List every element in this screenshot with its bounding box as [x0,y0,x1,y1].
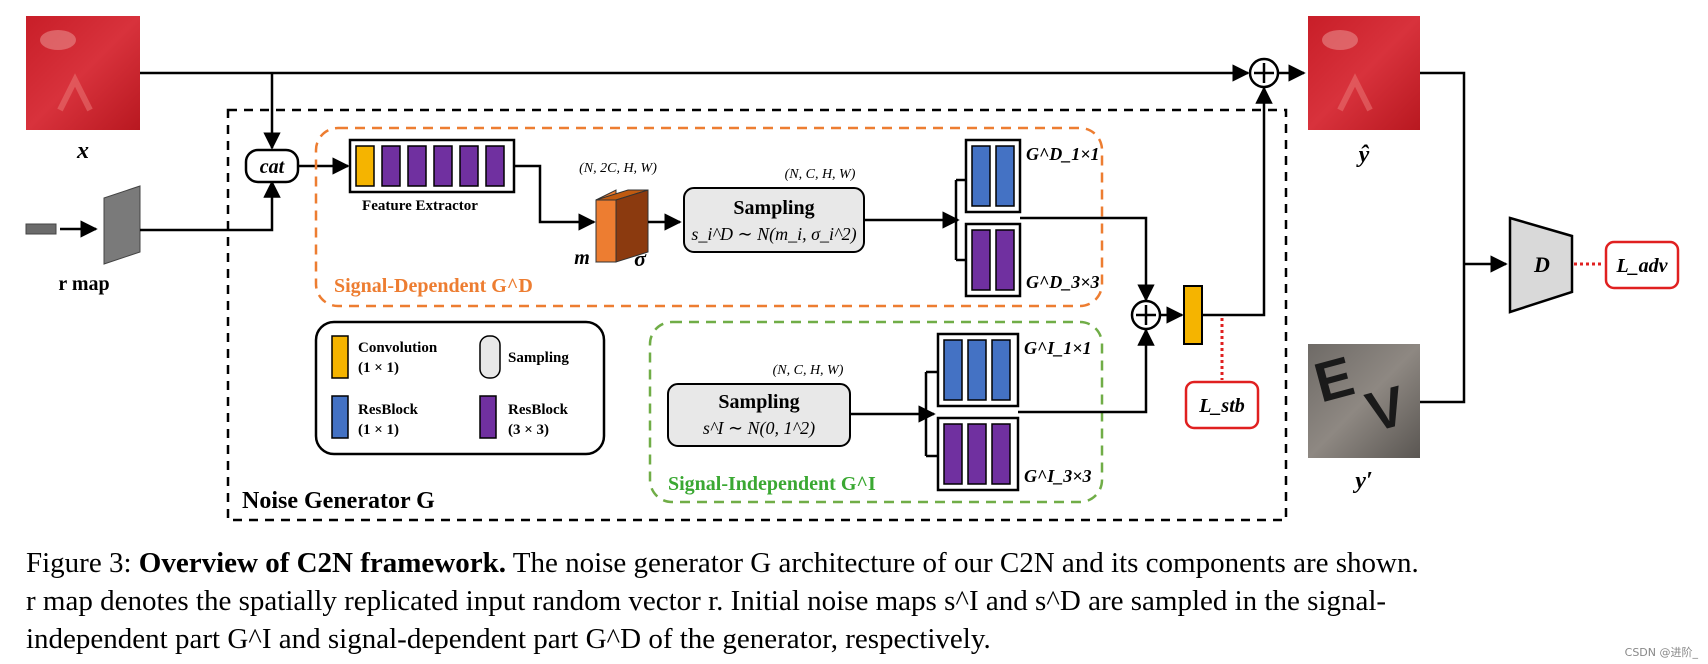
legend-conv-sub: (1 × 1) [358,360,399,376]
caption-line2: r map denotes the spatially replicated i… [26,585,1387,617]
real-image-yprime: E V [1308,344,1420,458]
label-gi-1x1: G^I_1×1 [1024,338,1092,358]
caption-prefix: Figure 3: [26,547,132,579]
r-map-plane [103,185,141,265]
label-discriminator: D [1533,252,1550,277]
label-gd-3x3: G^D_3×3 [1026,272,1100,292]
noise-generator-box [226,108,1288,522]
m-sigma-block [595,189,649,263]
label-cat: cat [260,156,286,178]
caption-line1: The noise generator G architecture of ou… [512,547,1419,579]
c2n-diagram: x ŷ E V y′ r map Noise Generator G cat S… [25,16,1680,522]
formula-sampling-d: s_i^D ∼ N(m_i, σ_i^2) [691,224,856,245]
legend-conv-label: Convolution [358,340,438,356]
label-feature-extractor: Feature Extractor [362,198,478,214]
loss-stb-box [1184,380,1260,430]
label-sampling-i: Sampling [718,391,799,413]
discriminator-node [1508,216,1574,314]
label-loss-adv: L_adv [1615,255,1668,277]
label-x: x [76,138,89,164]
legend-sampling-label: Sampling [508,350,569,366]
r-vector [25,223,57,235]
feature-extractor [348,138,516,194]
gd-1x1-block [964,138,1022,214]
gi-3x3-block [936,416,1020,492]
final-conv [1183,285,1203,345]
legend-resblock1-sub: (1 × 1) [358,422,399,438]
gd-3x3-block [964,222,1022,298]
label-shape-c-bottom: (N, C, H, W) [773,363,844,378]
label-shape-2c: (N, 2C, H, W) [579,161,657,176]
label-sigma: σ [634,246,647,271]
label-y-hat: ŷ [1356,142,1370,168]
figure-caption: Figure 3: Overview of C2N framework. The… [26,544,1682,658]
label-y-prime: y′ [1352,468,1372,494]
caption-line3: independent part G^I and signal-dependen… [26,623,991,655]
plus-node-middle [1130,299,1162,331]
label-noise-generator: Noise Generator G [242,488,435,514]
label-signal-dependent: Signal-Dependent G^D [334,275,533,297]
label-r-map: r map [58,273,109,295]
legend-resblock3-label: ResBlock [508,402,569,418]
label-signal-independent: Signal-Independent G^I [668,473,876,495]
formula-sampling-i: s^I ∼ N(0, 1^2) [703,418,815,439]
signal-dependent-box [314,126,1104,308]
label-gi-3x3: G^I_3×3 [1024,466,1092,486]
output-image-yhat [1308,16,1420,130]
legend-resblock3-sub: (3 × 3) [508,422,549,438]
input-image-x [26,16,140,130]
label-shape-c-top: (N, C, H, W) [785,167,856,182]
legend [314,320,606,456]
legend-resblock1-label: ResBlock [358,402,419,418]
plus-node-top [1248,57,1280,89]
label-sampling-d: Sampling [733,197,814,219]
gi-1x1-block [936,332,1020,408]
watermark: CSDN @进阶_ [1624,646,1698,659]
label-gd-1x1: G^D_1×1 [1026,144,1100,164]
label-loss-stb: L_stb [1198,395,1245,417]
label-m: m [574,247,590,269]
caption-bold: Overview of C2N framework. [138,547,506,579]
loss-adv-box [1604,240,1680,290]
